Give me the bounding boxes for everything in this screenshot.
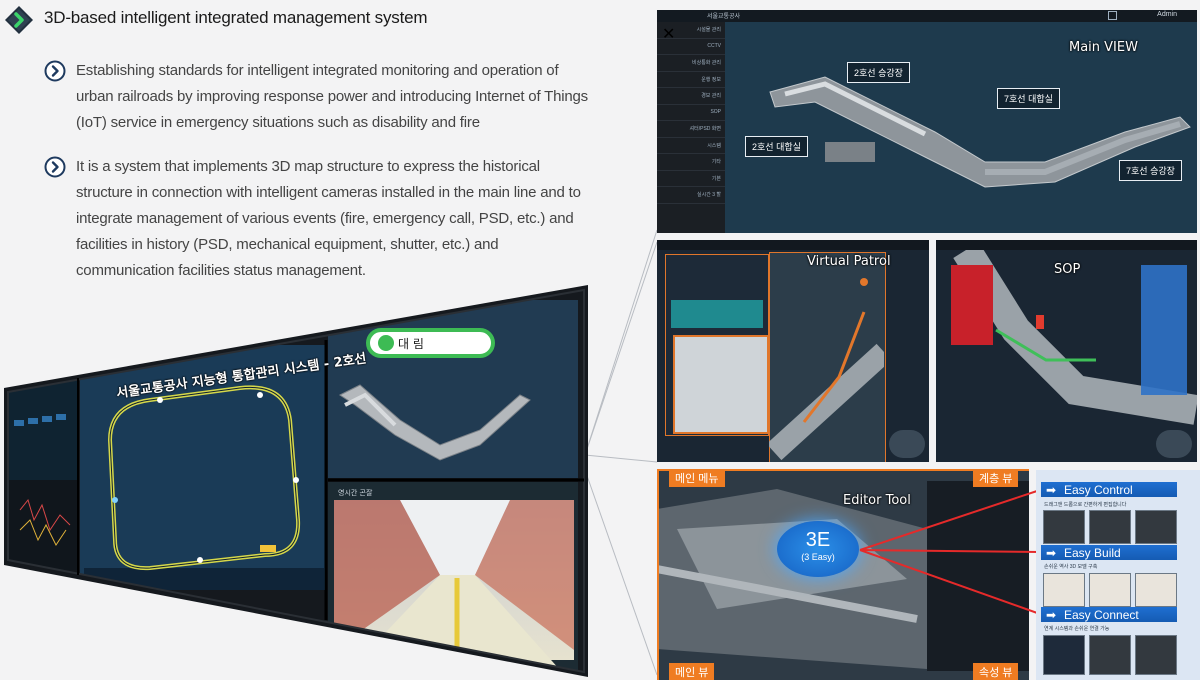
callout-label: 2호선 대합실	[745, 136, 808, 157]
3e-badge-sub: (3 Easy)	[801, 552, 835, 562]
main-view-label: Main VIEW	[1069, 40, 1138, 55]
editor-panel: 메인 메뉴 계층 뷰 메인 뷰 속성 뷰 Editor Tool 3E (3 E…	[657, 469, 1029, 680]
chevron-circle-icon	[44, 60, 66, 82]
home-icon[interactable]	[1108, 11, 1117, 20]
logo-text: 서울교통공사	[707, 13, 741, 20]
easy-build-bar: ➡ Easy Build	[1041, 545, 1177, 560]
easy-control-thumbs	[1043, 510, 1177, 544]
sop-label: SOP	[1054, 262, 1081, 277]
menu-item[interactable]: 비상통화 관리	[657, 55, 725, 72]
diamond-chevron-icon	[5, 6, 33, 34]
3d-station-model	[769, 76, 1191, 188]
easy-build-label: Easy Build	[1064, 545, 1121, 560]
bullet-text: It is a system that implements 3D map st…	[76, 158, 581, 279]
virtual-patrol-panel: Virtual Patrol	[657, 240, 929, 462]
easy-control-bar: ➡ Easy Control	[1041, 482, 1177, 497]
easy-control-note: 드래그앤 드롭으로 간편하게 편집합니다	[1044, 502, 1127, 508]
menu-item[interactable]: SOP	[657, 105, 725, 121]
arrow-right-icon: ➡	[1046, 482, 1057, 497]
easy-build-note: 손쉬운 역사 3D 모델 구축	[1044, 564, 1098, 570]
menu-item[interactable]: 기본	[657, 171, 725, 187]
arrow-right-icon: ➡	[1046, 607, 1057, 622]
main-view-panel: 서울교통공사 Admin ✕시설물 관리 CCTV 비상통화 관리 운행 정보 …	[657, 10, 1197, 233]
easy-build-thumbs	[1043, 573, 1177, 607]
menu-item[interactable]: CCTV	[657, 39, 725, 55]
easy-connect-bar: ➡ Easy Connect	[1041, 607, 1177, 622]
bullet-text: Establishing standards for intelligent i…	[76, 62, 588, 131]
easy-connect-label: Easy Connect	[1064, 607, 1139, 622]
camera-label: 영시간 곤잘	[338, 489, 373, 497]
page-header: 3D-based intelligent integrated manageme…	[0, 0, 640, 38]
top-bar: 서울교통공사 Admin	[657, 10, 1197, 22]
callout-label: 7호선 대합실	[997, 88, 1060, 109]
easy-connect-thumbs	[1043, 635, 1177, 675]
menu-item[interactable]: 운행 정보	[657, 72, 725, 88]
callout-label: 2호선 승강장	[847, 62, 910, 83]
menu-item[interactable]: 경보 관리	[657, 88, 725, 105]
menu-item[interactable]: 기타	[657, 154, 725, 171]
tag-property-view: 속성 뷰	[973, 663, 1019, 680]
menu-item[interactable]: 시스템	[657, 138, 725, 154]
side-menu: ✕시설물 관리 CCTV 비상통화 관리 운행 정보 경보 관리 SOP 셔터/…	[657, 22, 725, 233]
bullet-item: It is a system that implements 3D map st…	[44, 154, 589, 284]
virtual-patrol-label: Virtual Patrol	[807, 254, 891, 269]
editor-tool-label: Editor Tool	[843, 493, 911, 508]
sop-panel: SOP	[936, 240, 1197, 462]
video-wall	[4, 285, 588, 677]
station-pill-label: 대 림	[398, 337, 424, 351]
tag-hierarchy-view: 계층 뷰	[973, 469, 1019, 487]
chevron-circle-icon	[44, 156, 66, 178]
admin-label[interactable]: Admin	[1157, 11, 1177, 18]
arrow-right-icon: ➡	[1046, 545, 1057, 560]
3e-badge-main: 3E	[805, 529, 831, 551]
easy-control-label: Easy Control	[1064, 482, 1133, 497]
easy-connect-note: 연계 시스템과 손쉬운 연결 가능	[1044, 626, 1110, 632]
page-title: 3D-based intelligent integrated manageme…	[44, 8, 428, 27]
tag-main-view: 메인 뷰	[669, 663, 715, 680]
bullet-item: Establishing standards for intelligent i…	[44, 58, 589, 136]
tag-main-menu: 메인 메뉴	[669, 469, 725, 487]
3e-badge: 3E (3 Easy)	[777, 521, 859, 577]
menu-item[interactable]: 셔터/PSD 화면	[657, 121, 725, 138]
callout-label: 7호선 승강장	[1119, 160, 1182, 181]
menu-item[interactable]: 실시간 3 할	[657, 187, 725, 204]
